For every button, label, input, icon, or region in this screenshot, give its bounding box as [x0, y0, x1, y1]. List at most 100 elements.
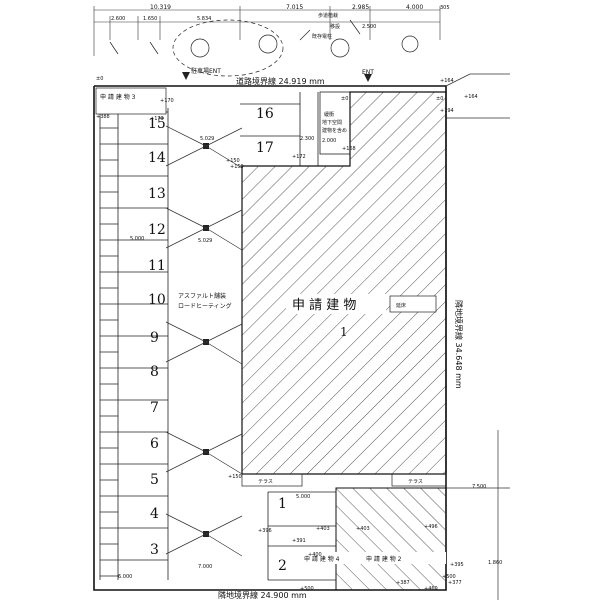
elevation-mark: +403 — [356, 526, 370, 532]
dim-interior-1: 5.029 — [200, 136, 214, 142]
dim-interior-5: 7.000 — [198, 564, 212, 570]
buffer-note-2: 地下空間 — [322, 119, 342, 126]
elevation-mark: +164 — [464, 94, 478, 100]
elevation-mark: +496 — [424, 524, 438, 530]
drain-arrow — [165, 451, 207, 473]
drain-arrow — [205, 533, 243, 557]
elevation-mark: +387 — [396, 580, 410, 586]
elevation-marks: ±0±0±0+164+170+173+172+150+159+164+194+3… — [96, 76, 478, 592]
drain-arrow — [205, 341, 243, 365]
dim-interior-6: 6.000 — [118, 574, 132, 580]
parking-number-16: 16 — [256, 106, 274, 122]
elevation-mark: +396 — [258, 528, 272, 534]
elevation-mark: +403 — [316, 526, 330, 532]
parking-entrance-label: 駐車場ENT — [191, 67, 221, 75]
drain-arrow — [205, 209, 243, 229]
dim-interior-4: 5.000 — [296, 494, 310, 500]
parking-number-13: 13 — [148, 186, 166, 202]
drain-arrow — [205, 127, 243, 147]
elevation-mark: +150 — [226, 158, 240, 164]
dim-interior-13: 7.500 — [472, 484, 486, 490]
dim-interior-15: 1.860 — [488, 560, 502, 566]
dim-top-5: 7.015 — [286, 4, 303, 11]
elevation-mark: +164 — [440, 78, 454, 84]
side-boundary-label: 隣地境界線 34.648 mm — [454, 300, 464, 389]
elevation-mark: +173 — [150, 116, 164, 122]
top-dimension-line — [93, 6, 441, 56]
drain-arrow — [205, 433, 243, 453]
building-3-block — [95, 87, 167, 115]
asphalt-note-2: ロードヒーティング — [178, 302, 232, 310]
elevation-mark: +159 — [230, 164, 244, 170]
elevation-mark: +500 — [442, 574, 456, 580]
dim-top-4: 5.834 — [197, 16, 211, 22]
parking-number-17: 17 — [256, 140, 274, 156]
terraces — [241, 473, 447, 487]
parking-number-1: 1 — [278, 496, 287, 512]
dim-top-9: 305 — [440, 5, 450, 11]
drain-arrow — [165, 341, 207, 363]
dim-top-3: 1.650 — [143, 16, 157, 22]
elevation-mark: +377 — [448, 580, 462, 586]
dim-interior-2: 5.029 — [198, 238, 212, 244]
elevation-mark: ±0 — [436, 96, 443, 102]
buffer-note-4: 2.000 — [322, 138, 336, 144]
dim-top-1: 10.319 — [150, 4, 171, 11]
drain-arrow — [205, 227, 243, 251]
elevation-mark: +400 — [308, 552, 322, 558]
note-walkway: 歩道植栽 — [318, 12, 338, 19]
main-building-title-bg — [286, 294, 386, 314]
floor-area-box — [389, 295, 437, 313]
building-4-title-bg — [302, 552, 362, 564]
dim-top-8: 2.500 — [362, 24, 376, 30]
parking-number-11: 11 — [148, 258, 166, 274]
parking-number-4: 4 — [150, 506, 159, 522]
building-3-title: 申 請 建 物 3 — [100, 93, 136, 101]
building-2-title-bg — [362, 552, 446, 564]
parking-number-14: 14 — [148, 150, 166, 166]
drainage-nodes — [165, 125, 243, 557]
parking-number-9: 9 — [150, 330, 159, 346]
elevation-mark: ±0 — [341, 96, 348, 102]
building-4-title: 申 請 建 物 4 — [304, 555, 340, 563]
main-building-number: 1 — [340, 325, 348, 339]
parking-number-3: 3 — [150, 542, 159, 558]
elevation-mark: +395 — [450, 562, 464, 568]
parking-number-10: 10 — [148, 292, 166, 308]
parking-number-5: 5 — [150, 472, 159, 488]
dim-top-6: 2.985 — [352, 4, 369, 11]
drain-arrow — [165, 207, 207, 229]
terrace-1: テラス — [258, 479, 273, 485]
drain-arrow — [165, 125, 207, 147]
elevation-mark: +460 — [424, 586, 438, 592]
parking-strip — [99, 108, 169, 580]
drain-arrow — [165, 533, 207, 555]
dim-interior-7: 2.300 — [300, 136, 314, 142]
stalls-16-17 — [240, 92, 319, 167]
elevation-mark: ±0 — [96, 76, 103, 82]
parking-number-7: 7 — [150, 400, 159, 416]
right-outline — [445, 73, 510, 600]
drain-arrow — [165, 145, 207, 167]
elevation-mark: +500 — [300, 586, 314, 592]
elevation-mark: +391 — [292, 538, 306, 544]
dim-top-2: 2.600 — [111, 16, 125, 22]
road-boundary-label: 道路境界線 24.919 mm — [236, 76, 325, 86]
drain-arrow — [205, 515, 243, 535]
parking-number-6: 6 — [150, 436, 159, 452]
entrance-arrows — [182, 72, 372, 82]
drain-arrow — [165, 513, 207, 535]
elevation-mark: +388 — [96, 114, 110, 120]
tree-symbols — [109, 19, 419, 77]
dim-top-7: 4.000 — [406, 4, 423, 11]
drain-arrow — [205, 451, 243, 475]
building-2-title: 申 請 建 物 2 — [366, 555, 402, 563]
building-2-hatch — [335, 487, 447, 591]
parking-number-15: 15 — [148, 116, 166, 132]
drain-arrow — [165, 227, 207, 249]
buffer-note-1: 緩衝 — [324, 111, 334, 118]
elevation-mark: +170 — [160, 98, 174, 104]
elevation-mark: +168 — [342, 146, 356, 152]
drain-arrow — [165, 431, 207, 453]
